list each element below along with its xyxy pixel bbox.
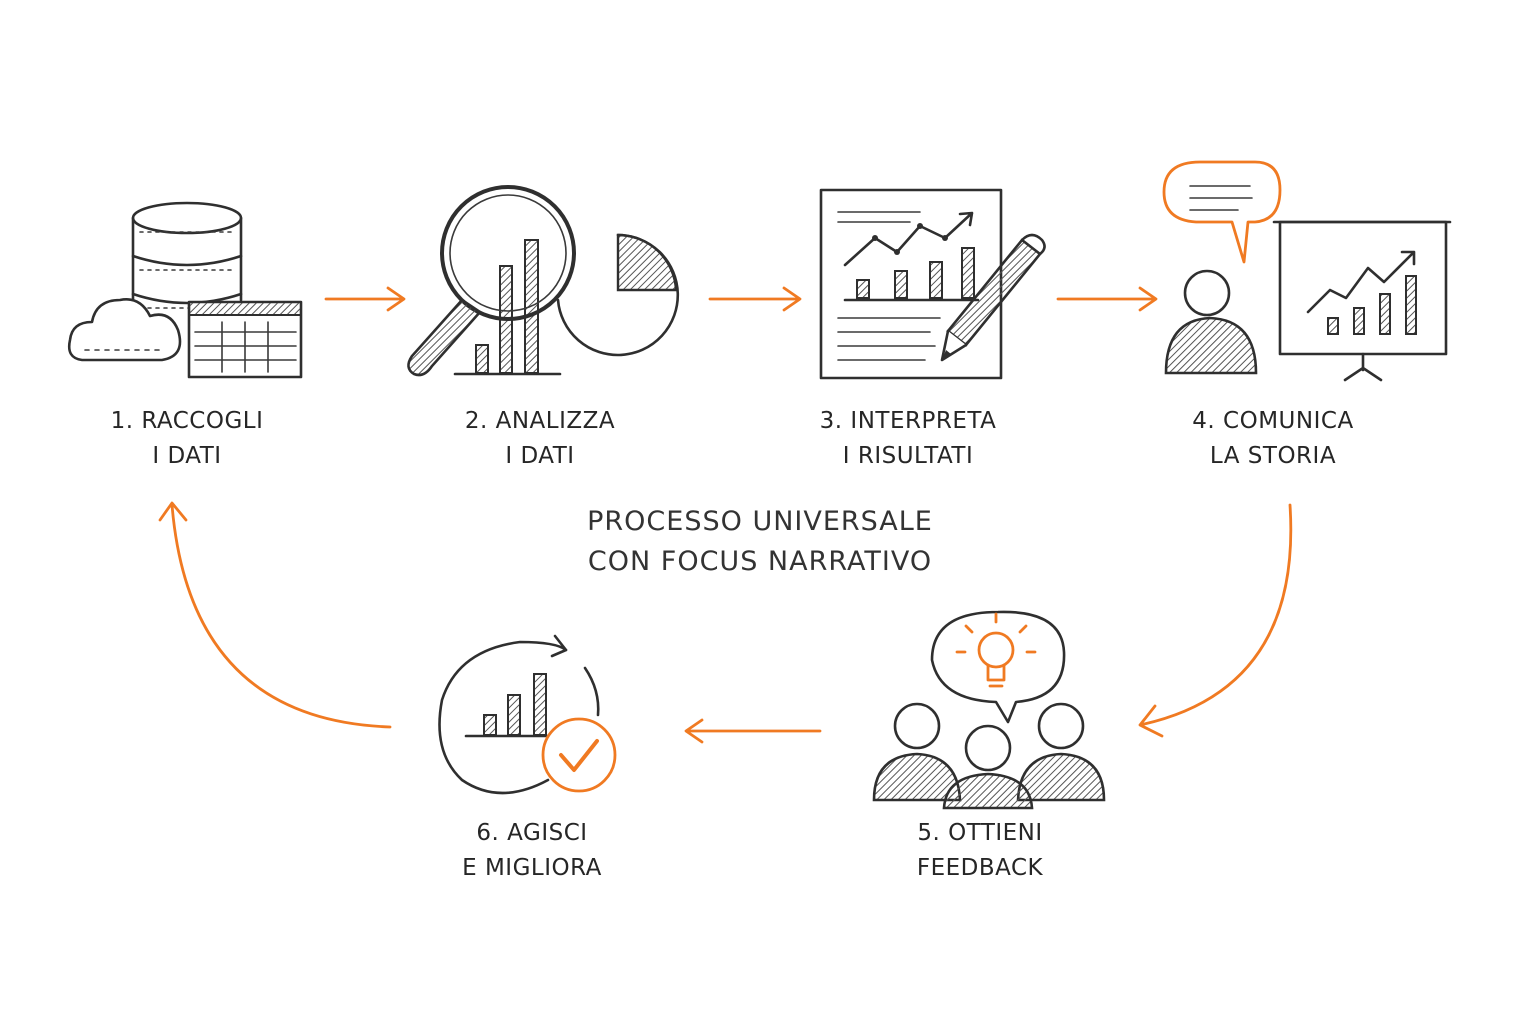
step-1-line2: I DATI: [152, 443, 222, 469]
step-1-line1: 1. RACCOGLI: [110, 408, 264, 434]
database-cloud-table-icon: [67, 201, 303, 379]
step-1-label: 1. RACCOGLI I DATI: [92, 404, 282, 474]
arrow-4-to-5: [1138, 503, 1293, 738]
arrow-6-to-1: [158, 501, 392, 729]
step-2-label: 2. ANALIZZA I DATI: [440, 404, 640, 474]
report-pencil-icon: [819, 188, 1046, 380]
diagram-title-line1: PROCESSO UNIVERSALE: [587, 506, 933, 537]
presenter-board-icon: [1162, 160, 1452, 382]
step-3-line1: 3. INTERPRETA: [819, 408, 997, 434]
step-6-line2: E MIGLIORA: [462, 855, 602, 881]
step-5-label: 5. OTTIENI FEEDBACK: [880, 816, 1080, 886]
step-2-line1: 2. ANALIZZA: [464, 408, 616, 434]
arrow-3-to-4: [1056, 286, 1158, 312]
audience-lightbulb-icon: [872, 610, 1106, 810]
cycle-check-icon: [438, 634, 617, 795]
arrow-5-to-6: [684, 718, 822, 744]
step-2-line2: I DATI: [505, 443, 575, 469]
step-4-line1: 4. COMUNICA: [1192, 408, 1354, 434]
step-4-line2: LA STORIA: [1209, 443, 1337, 469]
step-3-line2: I RISULTATI: [842, 443, 974, 469]
step-6-label: 6. AGISCI E MIGLIORA: [432, 816, 632, 886]
magnifier-chart-icon: [407, 185, 680, 377]
diagram-title: PROCESSO UNIVERSALE CON FOCUS NARRATIVO: [520, 502, 1000, 582]
step-5-line1: 5. OTTIENI: [917, 820, 1043, 846]
diagram-title-line2: CON FOCUS NARRATIVO: [587, 546, 933, 577]
step-5-line2: FEEDBACK: [916, 855, 1044, 881]
step-3-label: 3. INTERPRETA I RISULTATI: [798, 404, 1018, 474]
step-6-line1: 6. AGISCI: [476, 820, 588, 846]
step-4-label: 4. COMUNICA LA STORIA: [1168, 404, 1378, 474]
arrow-1-to-2: [324, 286, 406, 312]
arrow-2-to-3: [708, 286, 802, 312]
